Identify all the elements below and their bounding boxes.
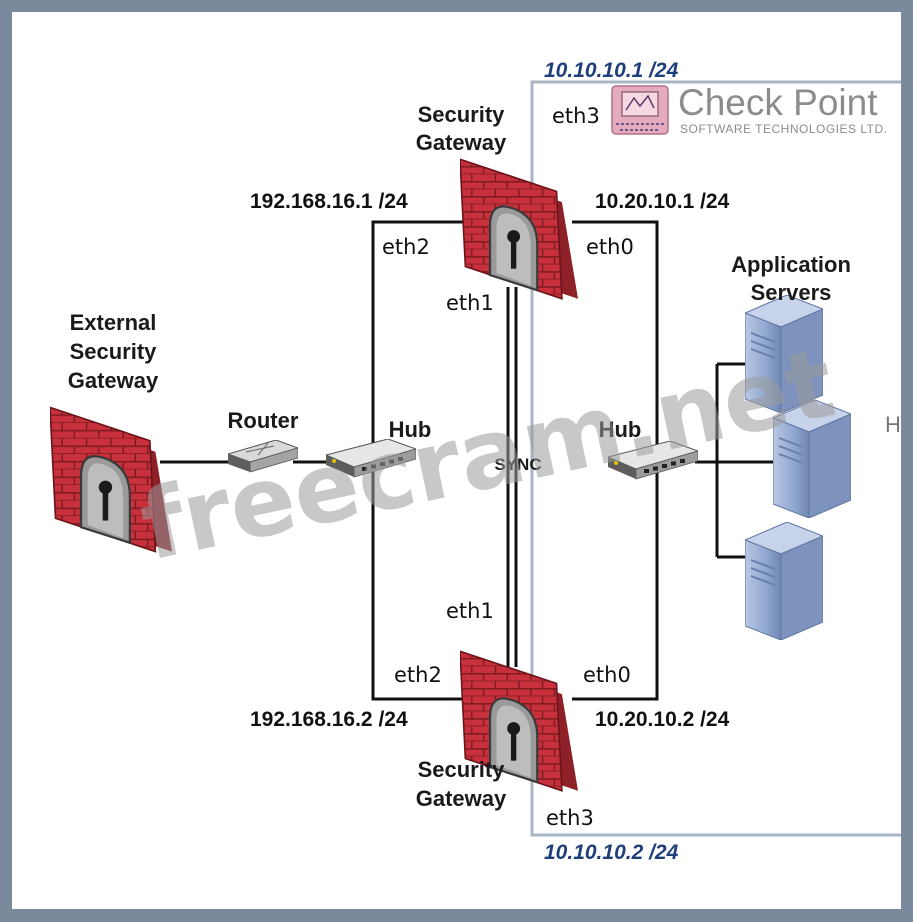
external-gw-label-line1: External: [70, 310, 157, 335]
top-eth2-label: eth2: [382, 235, 430, 259]
bottom-eth0-label: eth0: [583, 663, 631, 687]
network-links: [160, 220, 775, 701]
bottom-eth3-label: eth3: [546, 806, 594, 830]
top-eth0-ip: 10.20.10.1 /24: [595, 190, 730, 213]
network-diagram: Check Point SOFTWARE TECHNOLOGIES LTD. S…: [50, 59, 901, 864]
app-servers-label-line2: Servers: [751, 280, 832, 305]
hub-left-label: Hub: [389, 417, 432, 442]
bottom-eth0-ip: 10.20.10.2 /24: [595, 708, 730, 731]
hub-right-label: Hub: [599, 417, 642, 442]
sync-link: [506, 287, 518, 667]
bottom-eth3-ip: 10.10.10.2 /24: [544, 841, 679, 864]
checkpoint-logo-name: Check Point: [678, 82, 878, 123]
top-eth0-label: eth0: [586, 235, 634, 259]
top-eth3-label: eth3: [552, 104, 600, 128]
watermark-text: freecram.net: [131, 327, 843, 583]
edge-letter: H: [885, 412, 901, 437]
checkpoint-logo: Check Point SOFTWARE TECHNOLOGIES LTD.: [611, 82, 887, 136]
bottom-eth1-label: eth1: [446, 599, 494, 623]
external-gw-label-line3: Gateway: [68, 368, 159, 393]
bottom-eth2-ip: 192.168.16.2 /24: [250, 708, 408, 731]
top-eth3-ip: 10.10.10.1 /24: [544, 59, 679, 82]
link-hub-left-bus: [371, 220, 467, 462]
app-servers-label-line1: Application: [731, 252, 851, 277]
link-hub-left-bus-down: [371, 462, 467, 701]
checkpoint-logo-tagline: SOFTWARE TECHNOLOGIES LTD.: [680, 122, 887, 136]
top-eth1-label: eth1: [446, 291, 494, 315]
external-gw-label-line2: Security: [70, 339, 158, 364]
diagram-frame: Check Point SOFTWARE TECHNOLOGIES LTD. S…: [12, 12, 901, 909]
sync-label: SYNC: [494, 455, 541, 474]
link-bottom-eth0: [572, 462, 659, 701]
gw-top-label-line2: Gateway: [416, 130, 507, 155]
router-label: Router: [228, 408, 299, 433]
mgmt-network-line: [530, 80, 901, 837]
gw-top-label-line1: Security: [418, 102, 506, 127]
security-gateway-top: [460, 158, 578, 300]
gw-bottom-label-line1: Security: [418, 757, 506, 782]
application-server-3: [745, 522, 823, 640]
gw-bottom-label-line2: Gateway: [416, 786, 507, 811]
bottom-eth2-label: eth2: [394, 663, 442, 687]
top-eth2-ip: 192.168.16.1 /24: [250, 190, 408, 213]
